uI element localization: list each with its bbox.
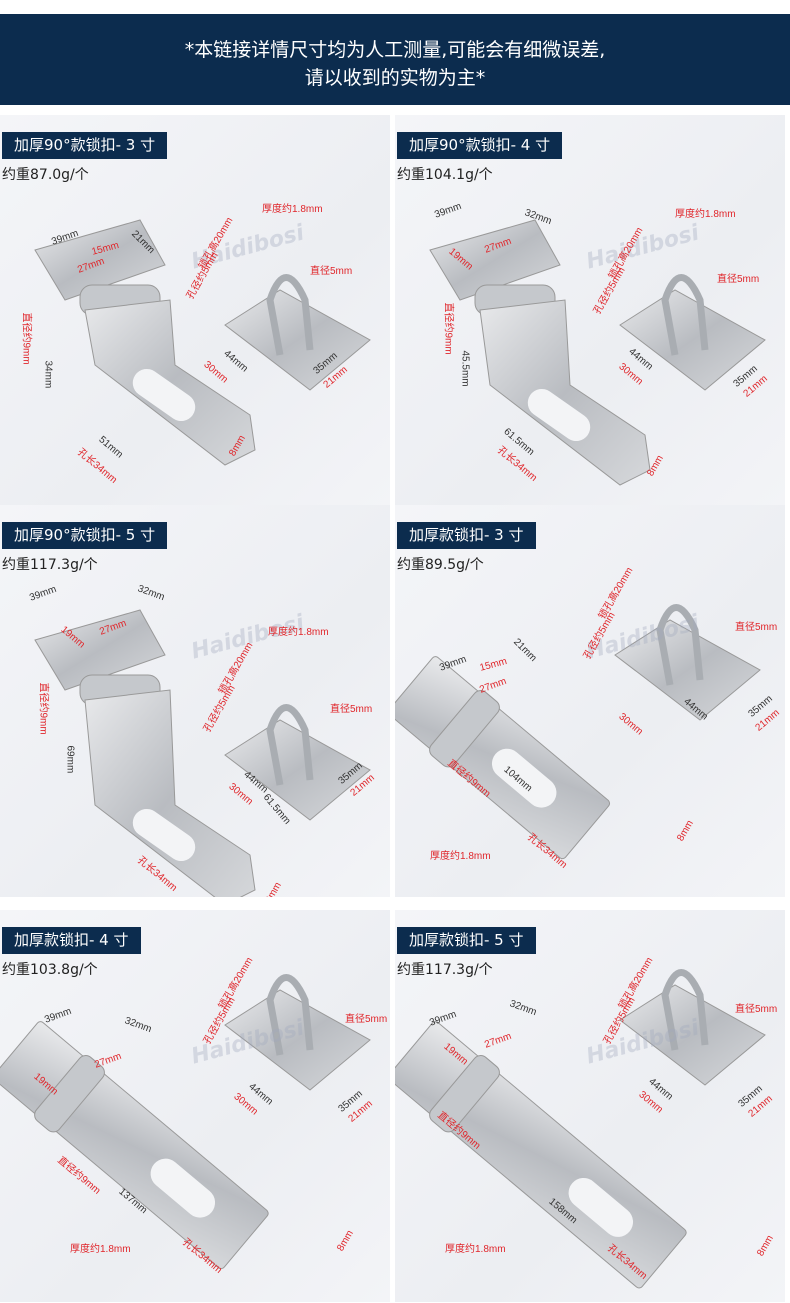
hasp-group: [395, 656, 611, 860]
staple-plate: [224, 719, 371, 821]
product-title-badge: 加厚款锁扣- 4 寸: [2, 927, 141, 954]
dimension-label: 直径约9mm: [442, 302, 454, 355]
product-title-badge: 加厚90°款锁扣- 5 寸: [2, 522, 168, 549]
dimension-label: 直径5mm: [345, 1014, 388, 1025]
dimension-label: 直径约9mm: [37, 682, 49, 735]
hasp-body: [479, 299, 651, 486]
hasp-leaf: [34, 609, 166, 691]
hasp-illustration: [0, 974, 371, 1270]
dimension-label: 直径5mm: [717, 274, 760, 285]
dimension-label: 45.5mm: [459, 350, 471, 387]
hinge-knuckle: [34, 1055, 105, 1133]
product-weight: 约重117.3g/个: [397, 962, 493, 978]
staple-loop: [266, 274, 314, 356]
dimension-label: 厚度约1.8mm: [675, 209, 736, 220]
hasp-leaf: [34, 219, 166, 301]
dimension-label: 厚度约1.8mm: [430, 851, 491, 862]
staple-plate: [224, 989, 371, 1091]
staple-loop: [656, 604, 704, 686]
hinge-knuckle: [429, 1055, 500, 1133]
disclaimer-line-1: *本链接详情尺寸均为人工测量,可能会有细微误差,: [184, 39, 606, 61]
staple-loop: [266, 974, 314, 1056]
dimension-label: 直径约9mm: [20, 312, 32, 365]
hasp-body: [395, 1021, 687, 1289]
disclaimer-line-2: 请以收到的实物为主*: [304, 67, 486, 89]
product-title-badge: 加厚款锁扣- 3 寸: [397, 522, 536, 549]
hasp-slot: [568, 1177, 634, 1237]
hinge-knuckle: [429, 690, 500, 768]
product-weight: 约重103.8g/个: [2, 962, 98, 978]
product-weight: 约重87.0g/个: [2, 167, 89, 183]
staple-plate: [619, 984, 766, 1086]
staple-loop: [266, 704, 314, 786]
hasp-body: [84, 689, 256, 897]
hasp-slot: [491, 748, 557, 808]
hasp-slot: [132, 808, 196, 862]
staple-loop: [661, 969, 709, 1051]
dimension-label: 直径5mm: [330, 704, 373, 715]
staple-loop: [661, 274, 709, 356]
staple-plate: [614, 619, 761, 721]
hasp-slot: [132, 368, 196, 422]
product-title-badge: 加厚90°款锁扣- 4 寸: [397, 132, 563, 159]
staple-plate: [619, 289, 766, 391]
hasp-illustration: [395, 969, 766, 1289]
hasp-slot: [150, 1158, 216, 1218]
disclaimer-banner: *本链接详情尺寸均为人工测量,可能会有细微误差, 请以收到的实物为主*: [0, 14, 790, 105]
product-weight: 约重104.1g/个: [397, 167, 493, 183]
dimension-label: 厚度约1.8mm: [262, 204, 323, 215]
dimension-label: 34mm: [42, 360, 54, 389]
product-weight: 约重89.5g/个: [397, 557, 484, 573]
dimension-label: 直径5mm: [310, 266, 353, 277]
dimension-label: 直径5mm: [735, 1004, 778, 1015]
product-weight: 约重117.3g/个: [2, 557, 98, 573]
hasp-group: [395, 1021, 687, 1289]
hasp-illustration: [34, 219, 371, 466]
dimension-label: 厚度约1.8mm: [268, 627, 329, 638]
hasp-illustration: [429, 219, 766, 486]
hasp-illustration: [34, 609, 371, 897]
hasp-illustration: [395, 604, 761, 860]
staple-plate: [224, 289, 371, 391]
hasp-leaf: [429, 219, 561, 301]
hasp-group: [0, 1021, 269, 1270]
hasp-slot: [527, 388, 591, 442]
dimension-label: 厚度约1.8mm: [445, 1244, 506, 1255]
dimension-label: 厚度约1.8mm: [70, 1244, 131, 1255]
dimension-label: 直径5mm: [735, 622, 778, 633]
dimension-label: 69mm: [64, 745, 76, 774]
product-title-badge: 加厚款锁扣- 5 寸: [397, 927, 536, 954]
product-title-badge: 加厚90°款锁扣- 3 寸: [2, 132, 168, 159]
